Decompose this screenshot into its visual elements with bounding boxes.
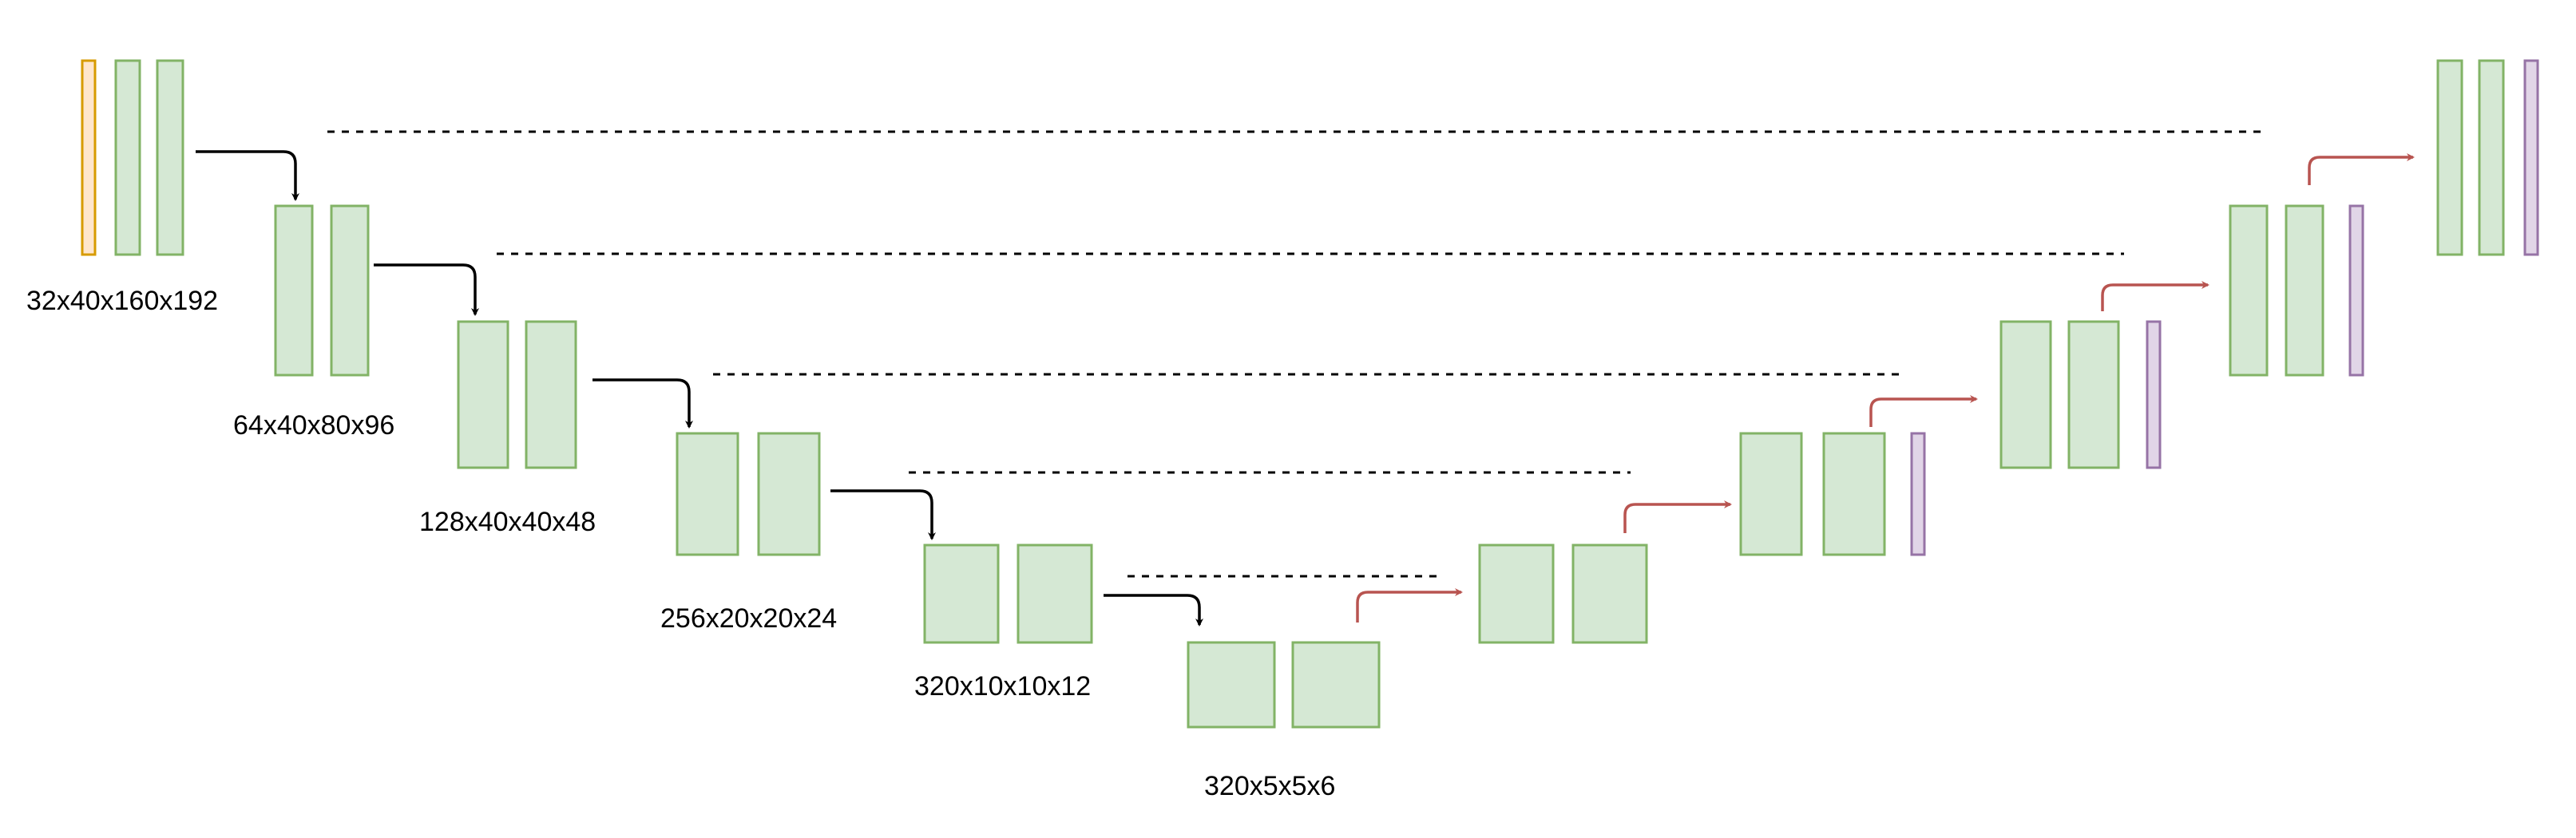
conv-block — [274, 204, 314, 377]
upsample-arrow — [1356, 588, 1463, 623]
shape-label-level-5: 320x10x10x12 — [914, 671, 1091, 702]
shape-label-level-2: 64x40x80x96 — [233, 410, 394, 441]
output-head-block — [2523, 59, 2539, 256]
encoder-level-2 — [274, 204, 370, 377]
conv-block — [1571, 544, 1648, 644]
conv-block — [2067, 320, 2120, 469]
conv-block — [1017, 544, 1093, 644]
shape-label-bottleneck: 320x5x5x6 — [1204, 771, 1335, 801]
encoder-level-4 — [676, 432, 821, 556]
conv-block — [1478, 544, 1555, 644]
downsample-arrow — [196, 150, 299, 201]
conv-block — [1739, 432, 1803, 556]
skip-connections — [327, 130, 2268, 578]
encoder-level-3 — [457, 320, 577, 469]
shape-label-level-4: 256x20x20x24 — [660, 603, 837, 634]
downsample-arrow — [830, 489, 936, 540]
conv-block — [1999, 320, 2052, 469]
conv-block — [114, 59, 141, 256]
conv-block — [525, 320, 577, 469]
conv-block — [2229, 204, 2269, 377]
output-head-block — [2146, 320, 2162, 469]
output-head-block — [1910, 432, 1926, 556]
conv-block — [330, 204, 370, 377]
conv-block — [2436, 59, 2463, 256]
upsample-arrows — [1356, 153, 2415, 623]
conv-block — [1291, 641, 1381, 729]
upsample-arrow — [1869, 395, 1978, 427]
conv-block — [2285, 204, 2324, 377]
downsample-arrows — [196, 150, 1203, 627]
conv-block — [676, 432, 739, 556]
conv-block — [923, 544, 1000, 644]
downsample-arrow — [374, 263, 479, 316]
decoder-level-5 — [1478, 544, 1648, 644]
decoder-level-1 — [2436, 59, 2539, 256]
upsample-arrow — [2101, 281, 2209, 311]
conv-block — [156, 59, 184, 256]
encoder-level-5 — [923, 544, 1093, 644]
conv-block — [457, 320, 509, 469]
input-block — [81, 59, 97, 256]
conv-block — [2478, 59, 2505, 256]
decoder-level-4 — [1739, 432, 1926, 556]
shape-label-level-3: 128x40x40x48 — [419, 507, 596, 537]
bottleneck-level — [1187, 641, 1381, 729]
output-head-block — [2348, 204, 2364, 377]
conv-block — [1822, 432, 1886, 556]
shape-labels: 32x40x160x192 64x40x80x96 128x40x40x48 2… — [26, 286, 1335, 801]
decoder-level-3 — [1999, 320, 2162, 469]
conv-block — [1187, 641, 1276, 729]
downsample-arrow — [1104, 594, 1203, 627]
downsample-arrow — [592, 378, 693, 429]
encoder-level-1 — [81, 59, 184, 256]
conv-block — [757, 432, 821, 556]
decoder-level-2 — [2229, 204, 2364, 377]
upsample-arrow — [1623, 500, 1732, 533]
shape-label-level-1: 32x40x160x192 — [26, 286, 218, 316]
upsample-arrow — [2308, 153, 2415, 185]
